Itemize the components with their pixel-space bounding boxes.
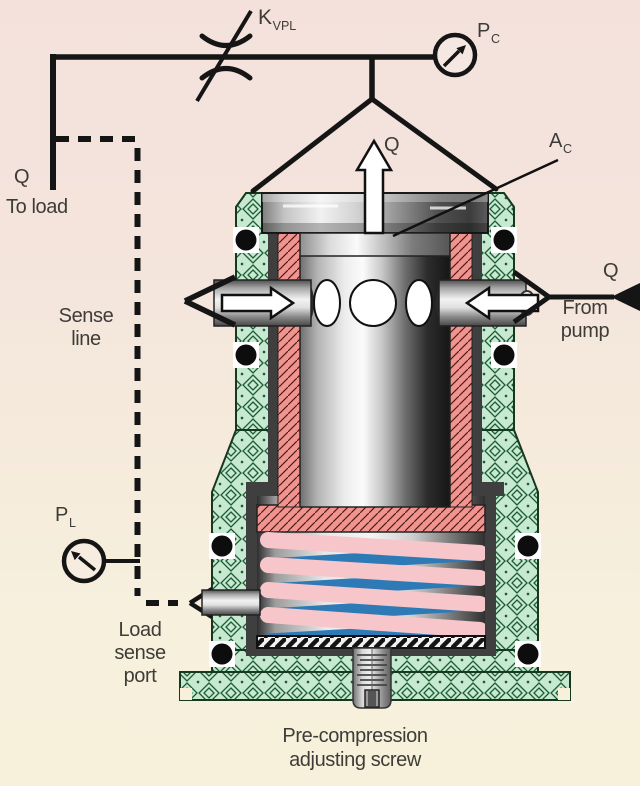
adjusting-screw: [352, 647, 392, 709]
spool-port-hole: [405, 279, 433, 327]
load-sense-port-tube: [201, 589, 261, 616]
variable-orifice-icon: [195, 9, 253, 103]
label-pc: PC: [477, 20, 500, 46]
o-ring: [233, 342, 259, 368]
label-q-to-load: Q: [14, 166, 30, 188]
flow-arrow-left-icon: [220, 285, 296, 321]
o-ring: [209, 533, 235, 559]
flange-notch-right: [558, 688, 570, 700]
label-q-top: Q: [384, 134, 400, 156]
o-ring: [491, 342, 517, 368]
spool-center-hole: [349, 279, 397, 327]
port-left: [213, 279, 312, 327]
right-port-funnel: [512, 269, 551, 325]
o-ring: [515, 641, 541, 667]
spring-seat-plate: [256, 635, 486, 649]
o-rings: [209, 227, 541, 667]
cap-highlight: [283, 204, 466, 210]
left-port-funnel: [183, 274, 237, 328]
spool-neck: [299, 232, 451, 258]
label-kvpl: KVPL: [258, 6, 297, 33]
sleeve-flange: [256, 504, 486, 533]
port-right: [438, 279, 540, 327]
label-ac: AC: [549, 130, 572, 156]
pre-compression-spring: [260, 532, 485, 636]
flow-arrow-up-icon: [354, 138, 394, 235]
yoke-legs: [250, 96, 499, 194]
valve-sleeve: [277, 230, 473, 508]
pressure-gauge-pl-icon: [61, 538, 140, 584]
o-ring: [233, 227, 259, 253]
o-ring: [515, 533, 541, 559]
o-ring: [209, 641, 235, 667]
label-q-pump: Q: [603, 260, 619, 282]
flange-notch-left: [180, 688, 192, 700]
spool-port-hole: [313, 279, 341, 327]
label-pl: PL: [55, 504, 76, 530]
sense-line-dashed: [56, 136, 178, 606]
spring-front-coils: [260, 532, 485, 636]
ac-pointer-line: [392, 158, 559, 238]
pressure-gauge-pc-icon: [432, 32, 478, 78]
pilot-circuit: [50, 9, 640, 619]
o-ring: [491, 227, 517, 253]
pump-flow-arrow-icon: [611, 283, 640, 311]
label-to-load: To load: [6, 196, 68, 218]
